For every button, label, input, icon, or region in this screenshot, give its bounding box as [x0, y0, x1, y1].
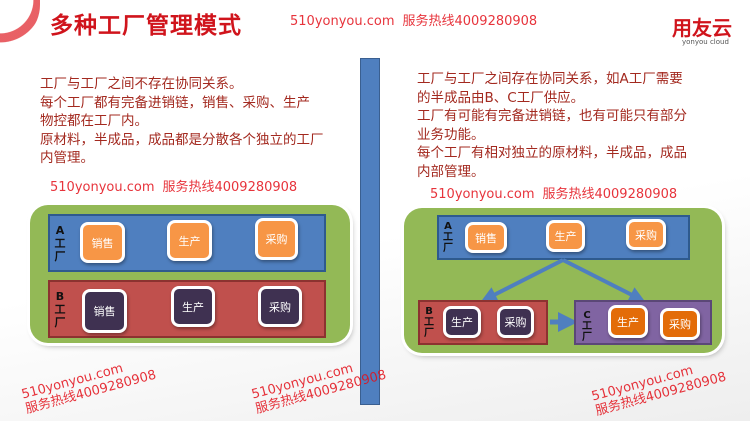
watermark: 510yonyou.com 服务热线4009280908	[290, 14, 537, 29]
text-line: 工厂有可能有完备进销链，也有可能只有部分	[417, 108, 687, 124]
arrow-a-to-b	[480, 258, 564, 302]
production-box: 生产	[608, 305, 648, 338]
text-line: 工厂与工厂之间不存在协同关系。	[40, 76, 243, 92]
production-box: 生产	[546, 220, 585, 252]
text-line: 内管理。	[40, 150, 94, 166]
text-line: 每个工厂都有完备进销链，销售、采购、生产	[40, 94, 310, 111]
logo: 用友云	[672, 16, 732, 40]
sales-box: 销售	[82, 289, 127, 333]
purchase-box: 采购	[258, 286, 302, 327]
logo-subtitle: yonyou cloud	[682, 38, 729, 46]
factory-a-label: A工厂	[54, 224, 66, 263]
purchase-box: 采购	[660, 308, 700, 340]
watermark-url: 510yonyou.com	[430, 187, 535, 202]
divider-bar	[360, 58, 380, 405]
text-line: 的半成品由B、C工厂供应。	[417, 89, 585, 106]
watermark: 510yonyou.com 服务热线4009280908	[430, 187, 677, 202]
watermark-hotline: 服务热线4009280908	[542, 187, 678, 202]
arrow-a-to-c	[562, 258, 646, 302]
text-line: 业务功能。	[417, 126, 485, 143]
decorative-dots	[0, 0, 40, 45]
factory-b-label: B工厂	[54, 290, 66, 329]
production-box: 生产	[443, 306, 481, 338]
text-line: 工厂与工厂之间存在协同关系，如A工厂需要	[417, 71, 683, 87]
sales-box: 销售	[80, 222, 125, 263]
page-title: 多种工厂管理模式	[50, 13, 242, 39]
factory-b-label: B工厂	[424, 306, 434, 339]
purchase-box: 采购	[255, 218, 298, 260]
watermark-hotline: 服务热线4009280908	[402, 14, 538, 29]
purchase-box: 采购	[497, 306, 534, 338]
watermark-url: 510yonyou.com	[50, 180, 155, 195]
text-line: 每个工厂有相对独立的原材料，半成品，成品	[417, 145, 687, 161]
text-line: 原材料，半成品，成品都是分散各个独立的工厂	[40, 131, 324, 148]
left-description: 工厂与工厂之间不存在协同关系。 每个工厂都有完备进销链，销售、采购、生产 物控都…	[40, 75, 324, 168]
purchase-box: 采购	[626, 219, 666, 250]
factory-c-label: C工厂	[582, 310, 592, 343]
factory-a-label: A工厂	[443, 221, 453, 254]
production-box: 生产	[167, 220, 212, 261]
watermark-hotline: 服务热线4009280908	[162, 180, 298, 195]
supply-arrows	[480, 258, 646, 332]
right-description: 工厂与工厂之间存在协同关系，如A工厂需要 的半成品由B、C工厂供应。 工厂有可能…	[417, 70, 687, 181]
watermark: 510yonyou.com 服务热线4009280908	[50, 180, 297, 195]
production-box: 生产	[171, 286, 215, 327]
text-line: 内部管理。	[417, 163, 485, 180]
sales-box: 销售	[465, 222, 507, 253]
watermark-url: 510yonyou.com	[290, 14, 395, 29]
text-line: 物控都在工厂内。	[40, 113, 148, 129]
